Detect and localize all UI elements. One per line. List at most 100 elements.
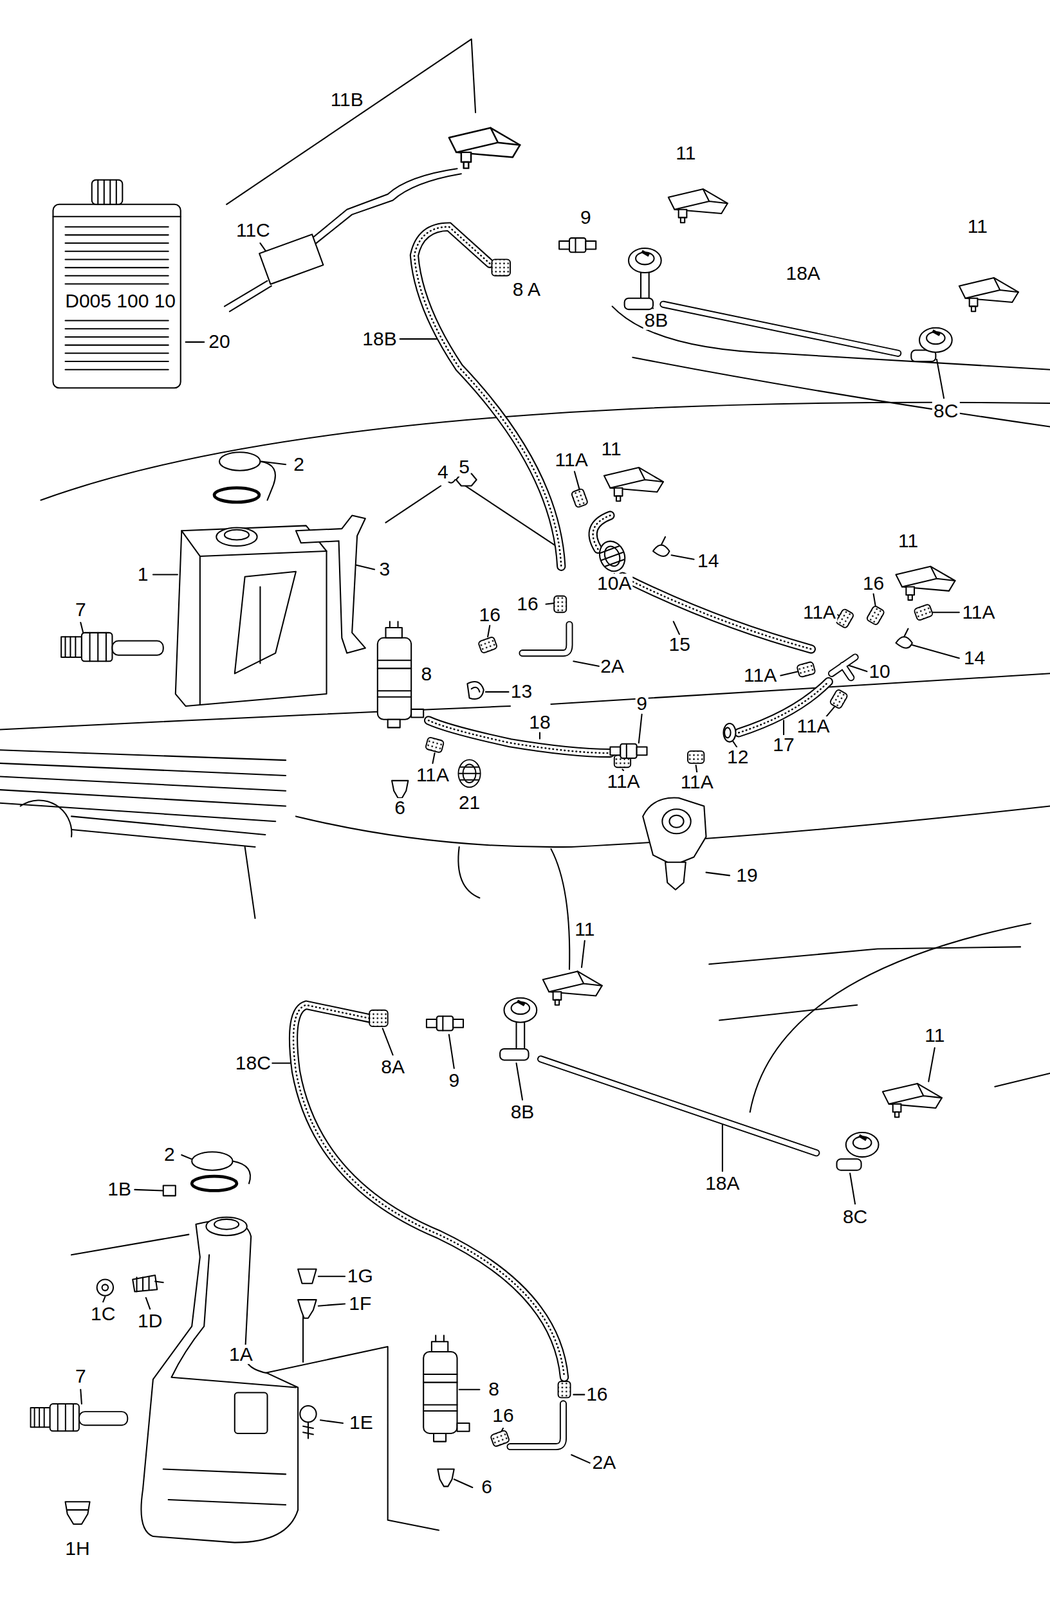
callout-label: 8B	[509, 1102, 536, 1123]
drawing-part	[471, 687, 480, 693]
drawing-part	[541, 1059, 817, 1154]
drawing-part	[663, 304, 899, 354]
callout-label: 16	[861, 573, 886, 594]
drawing-part	[175, 525, 327, 707]
drawing-part	[687, 751, 704, 764]
callout-label: 8C	[932, 401, 960, 421]
drawing-part	[669, 815, 684, 829]
callout-label: 11A	[605, 772, 641, 792]
callout-label: 2	[292, 454, 306, 475]
drawing-part	[293, 1005, 565, 1379]
drawing-part	[259, 234, 323, 285]
drawing-part	[503, 998, 537, 1023]
drawing-part	[369, 1010, 388, 1027]
callout-label: 9	[635, 694, 649, 714]
callout-label: 1H	[63, 1539, 91, 1559]
callout-label: 17	[771, 735, 796, 755]
callout-label: 10A	[595, 573, 633, 594]
drawing-part	[668, 189, 728, 223]
callout-label: 11	[966, 216, 989, 237]
drawing-part	[553, 596, 567, 613]
callout-label: 15	[667, 635, 692, 655]
drawing-part	[97, 180, 117, 205]
drawing-part	[829, 689, 848, 710]
drawing-part	[846, 1132, 879, 1158]
callout-label: 16	[478, 605, 502, 625]
drawing-part	[299, 1406, 316, 1423]
drawing-part	[306, 168, 462, 248]
callout-label: 8 A	[511, 279, 542, 300]
drawing-part	[205, 1217, 247, 1237]
drawing-part	[796, 662, 816, 679]
drawing-part	[293, 1005, 565, 1379]
callout-label: 8B	[642, 310, 670, 331]
drawing-part	[414, 227, 562, 567]
callout-label: 11	[674, 143, 697, 163]
drawing-part	[303, 1422, 314, 1439]
drawing-part	[499, 1049, 529, 1061]
drawing-part	[30, 1404, 129, 1432]
drawing-part	[0, 750, 286, 848]
drawing-part	[391, 781, 408, 799]
callout-label: 3	[378, 559, 392, 580]
drawing-part	[140, 1220, 298, 1543]
drawing-part	[377, 621, 424, 728]
drawing-part	[137, 1277, 164, 1293]
drawing-part	[414, 227, 562, 567]
drawing-part	[97, 1279, 114, 1296]
drawing-part	[709, 947, 1021, 965]
callout-label: 11A	[742, 665, 778, 686]
drawing-part	[52, 204, 181, 388]
callout-label: 11	[923, 1026, 946, 1046]
drawing-part	[622, 577, 811, 650]
callout-label: 13	[509, 681, 534, 702]
callout-label: 16	[515, 594, 540, 614]
drawing-part	[559, 238, 596, 253]
drawing-part	[913, 604, 933, 622]
drawing-part	[181, 530, 327, 705]
callout-label: 18B	[360, 329, 398, 349]
drawing-part	[214, 488, 260, 503]
callout-label: 8C	[841, 1207, 869, 1227]
callout-label: 1F	[347, 1294, 373, 1314]
callout-label: 11	[573, 920, 596, 940]
callout-label: 14	[696, 551, 720, 571]
drawing-part	[163, 1186, 176, 1197]
drawing-part	[214, 1219, 239, 1231]
drawing-part	[558, 1381, 571, 1399]
drawing-part	[297, 1300, 317, 1319]
callout-label: 1A	[227, 1345, 255, 1365]
drawing-part	[425, 737, 444, 754]
callout-label: 18	[527, 712, 552, 733]
drawing-part	[293, 1005, 565, 1379]
drawing-part	[865, 605, 885, 626]
drawing-part	[522, 624, 570, 654]
drawing-part	[224, 530, 249, 541]
drawing-part	[632, 357, 1050, 428]
drawing-part	[428, 720, 610, 754]
drawing-part	[896, 566, 956, 601]
callout-label: 2	[162, 1145, 177, 1165]
drawing-part	[295, 515, 366, 654]
callout-label: 11A	[553, 450, 590, 470]
drawing-part	[571, 488, 589, 508]
drawing-part	[219, 452, 260, 471]
callout-label: 2A	[591, 1453, 618, 1473]
drawing-part	[661, 537, 666, 546]
drawing-part	[428, 720, 610, 754]
drawing-part	[245, 847, 256, 919]
callout-label: 11B	[329, 90, 365, 110]
callout-label: 11A	[679, 772, 715, 793]
drawing-part	[903, 629, 908, 638]
drawing-part	[426, 1016, 464, 1031]
callout-label: 11	[896, 531, 920, 551]
drawing-part	[835, 608, 855, 629]
drawing-part	[234, 1392, 268, 1434]
drawing-part	[414, 227, 562, 567]
drawing-part	[297, 1270, 317, 1285]
drawing-part	[437, 1469, 454, 1487]
drawing-part	[478, 636, 498, 655]
drawing-part	[428, 720, 610, 754]
drawing-part	[92, 180, 123, 205]
